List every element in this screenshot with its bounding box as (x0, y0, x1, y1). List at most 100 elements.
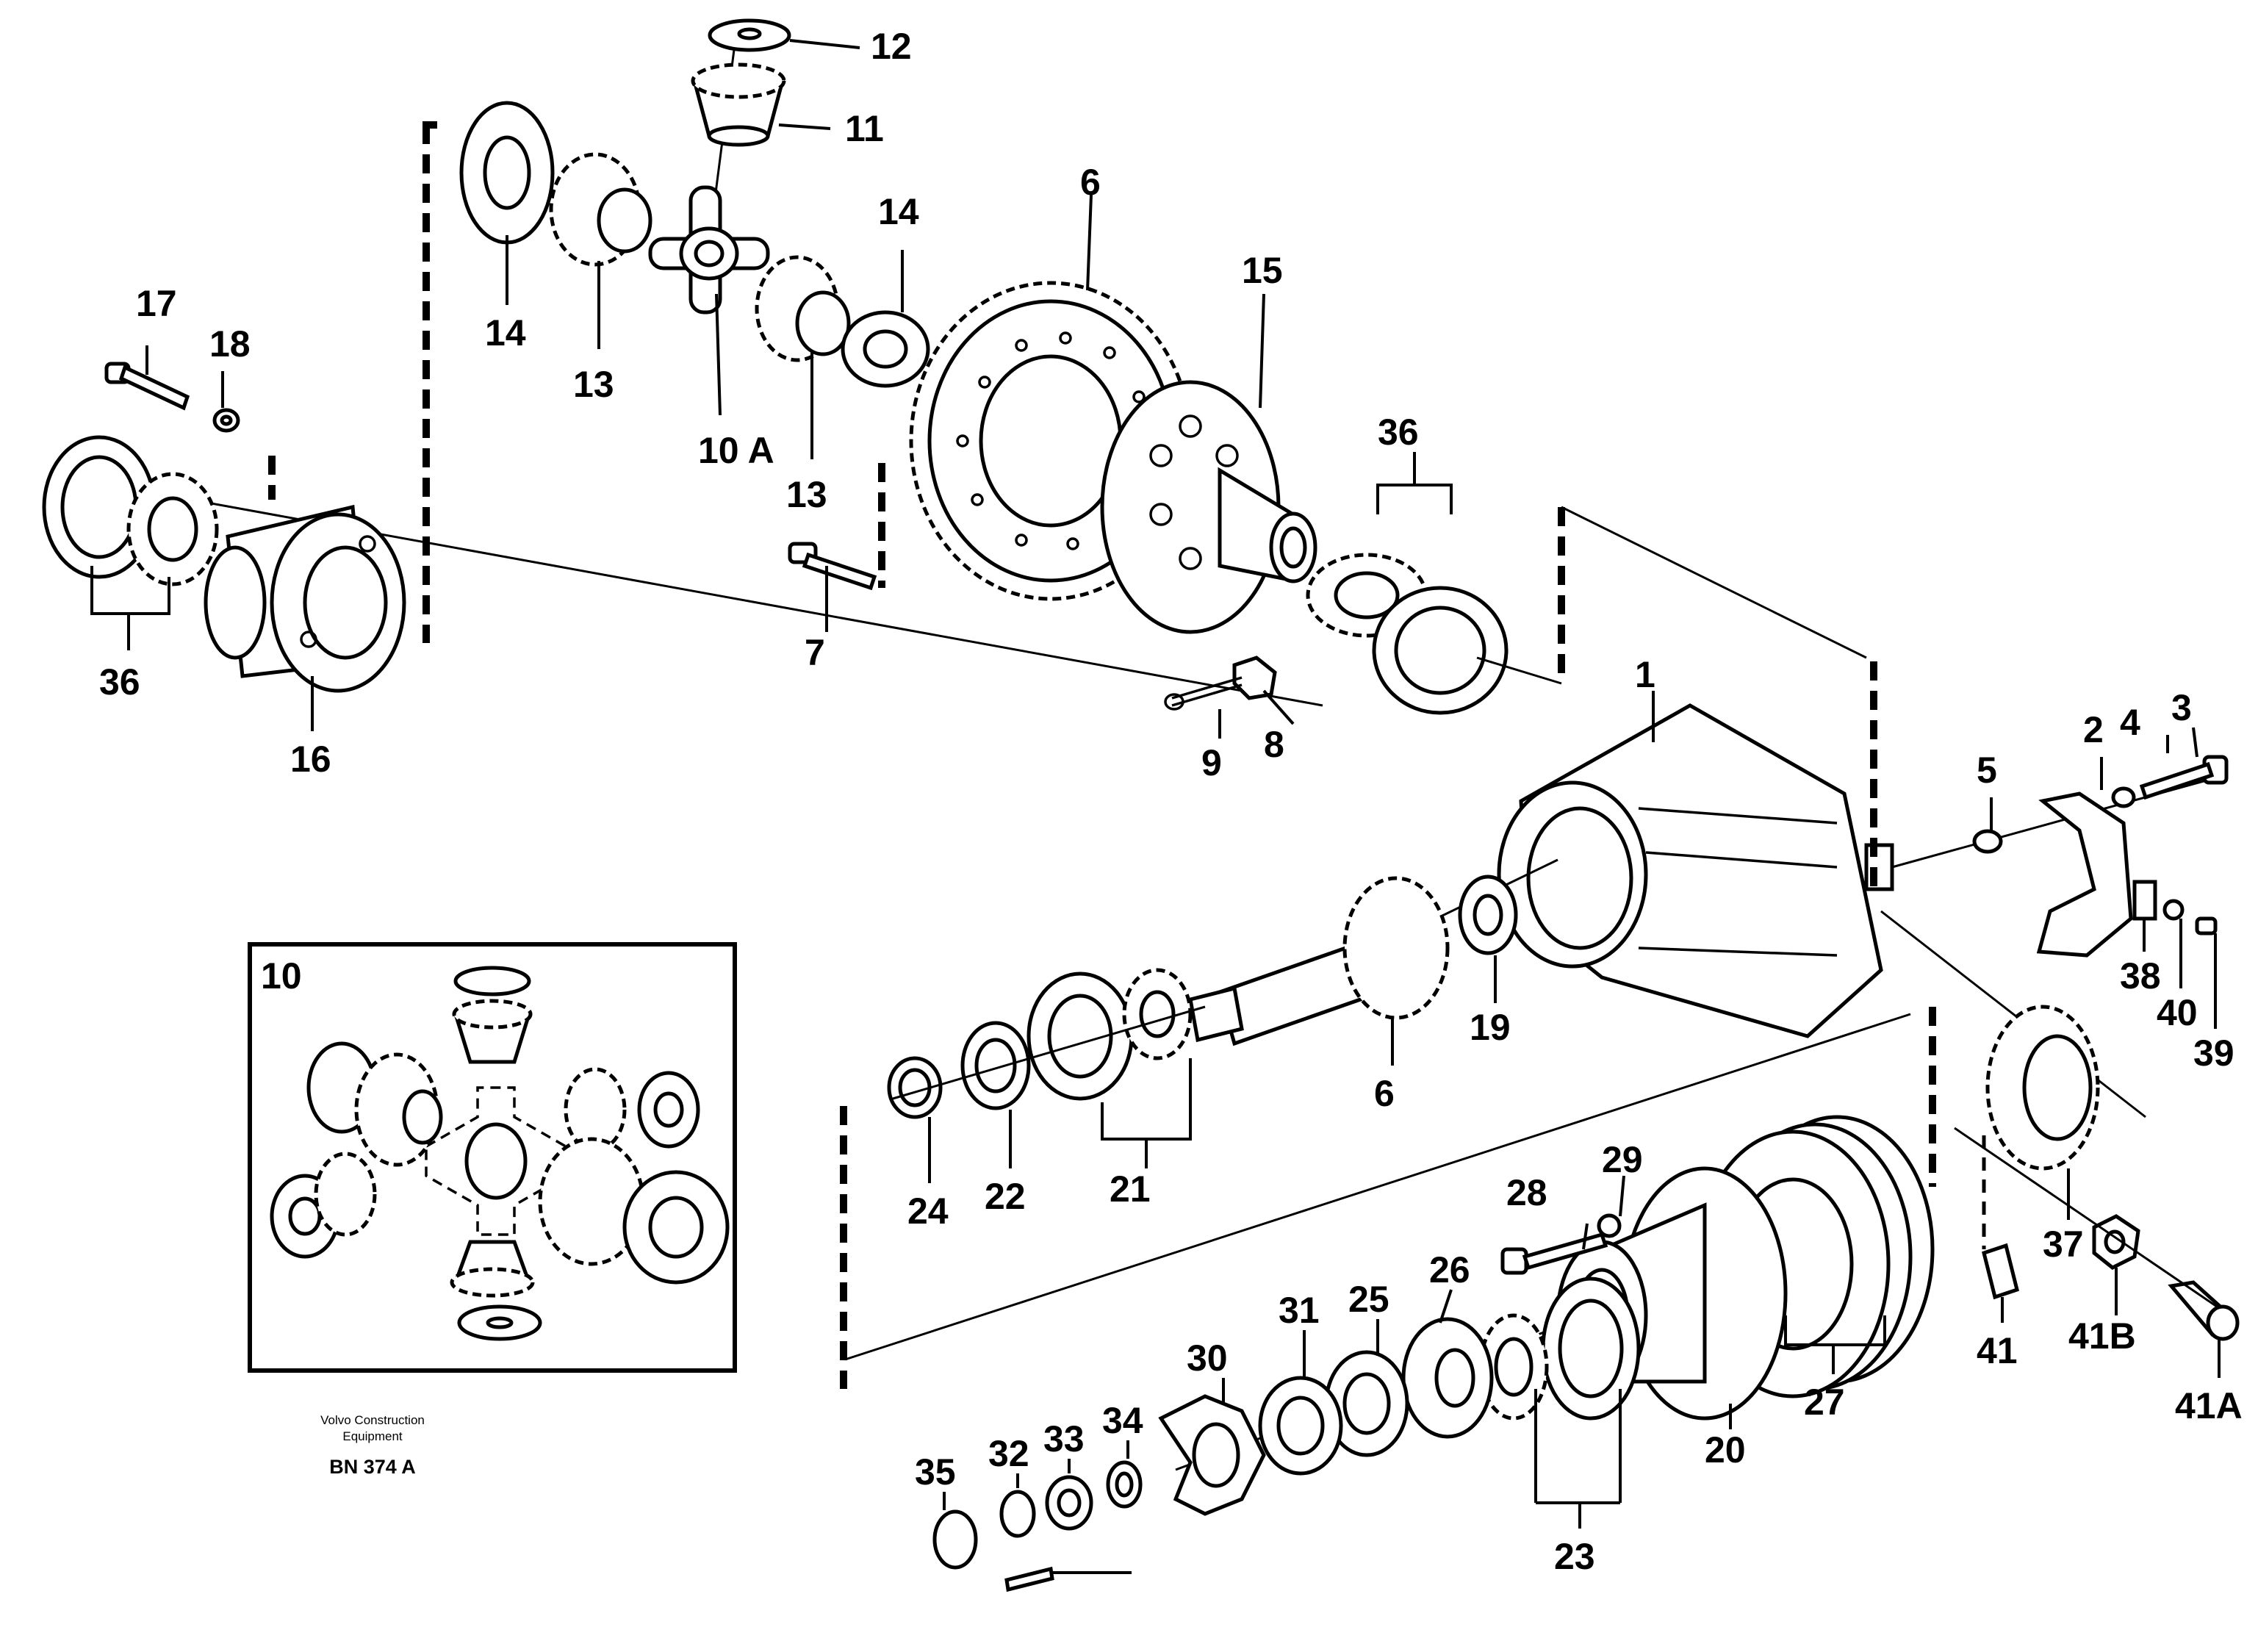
part-22-bearing-cup (960, 1021, 1031, 1110)
part-8-castle-nut (1232, 656, 1277, 700)
part-17-bolt (104, 362, 190, 411)
part-24-spacer (887, 1056, 943, 1119)
label-part-37: 37 (2043, 1224, 2084, 1265)
part-21-pinion-bearing (1026, 968, 1193, 1101)
part-3-bolt (2139, 755, 2229, 800)
inset-frame (248, 942, 737, 1373)
part-38-lock-plate (2132, 880, 2157, 921)
part-37-adjusting-ring (1985, 1005, 2100, 1171)
label-part-14-left: 14 (485, 312, 526, 353)
label-part-41b: 41B (2068, 1315, 2136, 1357)
label-part-3: 3 (2171, 687, 2192, 728)
label-part-14-right: 14 (878, 191, 919, 232)
label-part-8: 8 (1264, 724, 1284, 765)
caption-drawing-code: BN 374 A (329, 1456, 416, 1478)
inset-label: 10 (261, 955, 302, 996)
label-part-16: 16 (290, 739, 331, 780)
part-29-washer (1597, 1213, 1622, 1238)
part-40-washer (2162, 899, 2185, 921)
label-part-6-pinion: 6 (1374, 1073, 1395, 1114)
manufacturer-caption: Volvo Construction Equipment BN 374 A (320, 1413, 425, 1478)
part-41b-nut (2092, 1214, 2140, 1270)
lower-long-diagonal (844, 1013, 1911, 1361)
label-part-6-crown: 6 (1080, 162, 1101, 203)
upper-axis-line (69, 476, 1323, 707)
label-part-10a: 10 A (698, 430, 774, 471)
label-part-22: 22 (985, 1176, 1026, 1217)
differential-assembly (42, 18, 1867, 715)
label-part-20: 20 (1705, 1429, 1746, 1470)
label-part-27: 27 (1804, 1382, 1845, 1423)
label-part-35: 35 (915, 1451, 956, 1493)
label-part-13-right: 13 (786, 474, 827, 515)
part-labels: 12 11 6 14 15 14 13 10 A 13 36 17 18 36 … (99, 26, 2243, 1577)
part-34-washer (1106, 1460, 1143, 1509)
part-18-washer (212, 408, 240, 433)
part-35-snap-ring (932, 1509, 978, 1570)
label-part-36-left: 36 (99, 661, 140, 703)
label-part-26: 26 (1429, 1249, 1470, 1290)
bracket-connector-2 (1476, 656, 1562, 685)
label-part-36-right: 36 (1378, 412, 1419, 453)
label-part-29: 29 (1602, 1139, 1643, 1180)
label-part-19: 19 (1470, 1007, 1511, 1048)
pinion-axis (892, 1005, 1206, 1100)
leader-lines (90, 39, 2221, 1529)
label-part-1: 1 (1635, 654, 1655, 695)
part-41-stud (1982, 1243, 2019, 1300)
label-part-34: 34 (1102, 1400, 1143, 1441)
label-part-32: 32 (988, 1433, 1029, 1474)
part-19-pilot-bearing (1458, 875, 1518, 955)
label-part-17: 17 (136, 283, 177, 324)
part-32-lock-washer (999, 1490, 1036, 1538)
label-part-40: 40 (2157, 992, 2198, 1033)
label-part-5: 5 (1977, 750, 1997, 791)
label-part-33: 33 (1043, 1418, 1085, 1459)
housing-assembly (887, 703, 2229, 1171)
inset-detail-10: 10 (248, 942, 737, 1373)
part-6-drive-pinion (1188, 876, 1450, 1046)
label-part-24: 24 (907, 1190, 949, 1232)
label-part-39: 39 (2193, 1032, 2234, 1074)
part-4-washer (2111, 786, 2136, 808)
part-31-dust-cover (1258, 1376, 1343, 1476)
part-7-bolt (788, 542, 877, 591)
part-9-split-pin (1164, 676, 1243, 711)
label-part-2: 2 (2083, 709, 2104, 750)
part-14-washer-left (459, 101, 555, 245)
part-26-seal (1401, 1317, 1494, 1439)
label-part-31: 31 (1279, 1290, 1320, 1331)
label-part-12: 12 (871, 26, 912, 67)
part-12-washer (708, 18, 791, 52)
lock-pin (1004, 1566, 1132, 1592)
part-41a-bolt (2168, 1280, 2240, 1341)
part-25-ring (1324, 1350, 1409, 1457)
part-30-companion-flange (1158, 1394, 1266, 1516)
part-16-housing-left (204, 504, 406, 693)
part-23-bearing (1478, 1276, 1641, 1421)
label-part-4: 4 (2120, 702, 2140, 743)
label-part-38: 38 (2120, 955, 2161, 996)
label-part-30: 30 (1187, 1337, 1228, 1379)
label-part-18: 18 (209, 323, 251, 364)
dash-bracket-upper-left (423, 121, 437, 643)
label-part-41a: 41A (2175, 1385, 2243, 1426)
label-part-21: 21 (1110, 1168, 1151, 1210)
part-13-side-gear-left (549, 152, 652, 267)
bracket-connector-1 (1561, 506, 1867, 659)
label-part-13-left: 13 (573, 364, 614, 405)
caption-maker-line-1: Volvo Construction (320, 1413, 425, 1427)
housing-axis-right (1880, 910, 2146, 1118)
label-part-41: 41 (1977, 1330, 2018, 1371)
label-part-15: 15 (1242, 250, 1283, 291)
part-10a-spider (648, 185, 770, 315)
part-33-nut (1045, 1475, 1093, 1531)
axis-41 (1954, 1127, 2220, 1310)
label-part-9: 9 (1201, 742, 1222, 783)
part-36-bearing-right (1306, 553, 1509, 715)
part-2-bearing-cap (2036, 791, 2133, 958)
label-part-7: 7 (805, 632, 825, 673)
part-14-washer-right (841, 310, 930, 388)
label-part-28: 28 (1506, 1172, 1547, 1213)
